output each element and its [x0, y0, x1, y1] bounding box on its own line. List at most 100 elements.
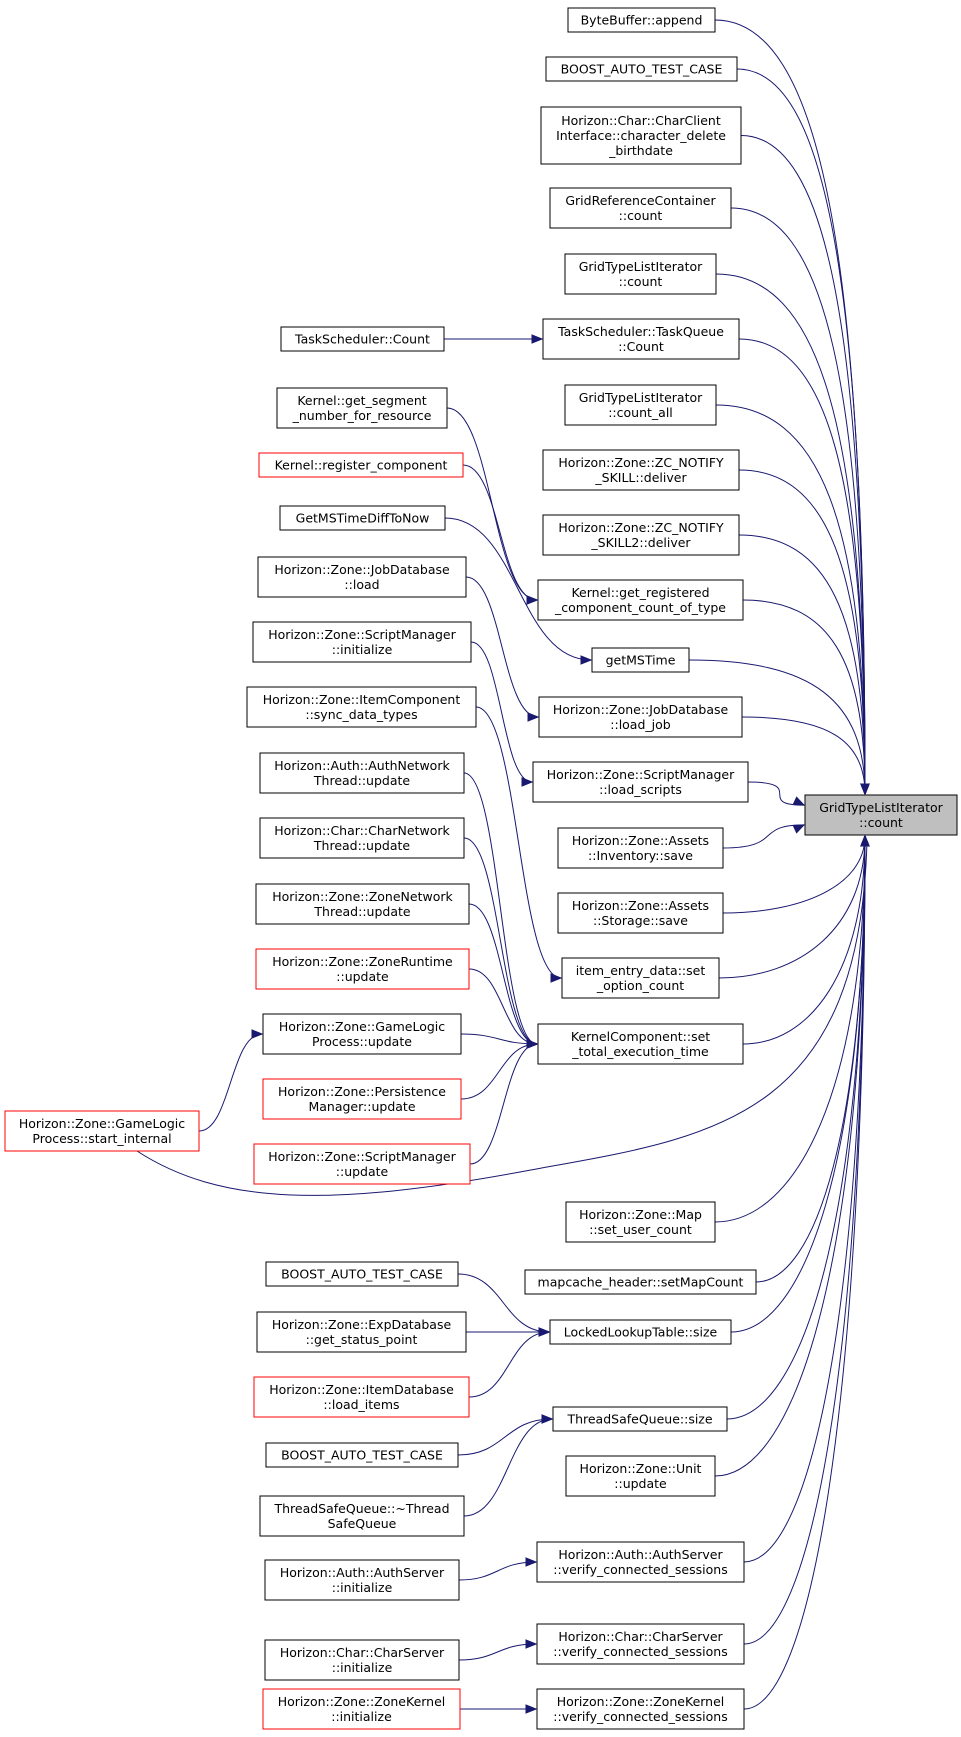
- node-label-line: TaskScheduler::Count: [294, 332, 430, 347]
- node-label-line: Horizon::Char::CharNetwork: [274, 823, 450, 838]
- node-boost-auto-test-case[interactable]: BOOST_AUTO_TEST_CASE: [545, 56, 738, 82]
- node-label-line: Horizon::Zone::Assets: [572, 833, 709, 848]
- node-horizon-zone-expdatabase-get-status-point[interactable]: Horizon::Zone::ExpDatabase::get_status_p…: [256, 1311, 467, 1353]
- node-kernelcomponent-set-total-execution-time[interactable]: KernelComponent::set_total_execution_tim…: [537, 1023, 744, 1065]
- node-taskscheduler-taskqueue-count[interactable]: TaskScheduler::TaskQueue::Count: [542, 318, 740, 360]
- node-horizon-zone-assets-inventory-save[interactable]: Horizon::Zone::Assets::Inventory::save: [557, 827, 724, 869]
- node-boost-auto-test-case[interactable]: BOOST_AUTO_TEST_CASE: [265, 1442, 459, 1468]
- node-horizon-char-charserver-initialize[interactable]: Horizon::Char::CharServer::initialize: [264, 1639, 460, 1681]
- call-edge-n06-to-target: [738, 338, 866, 795]
- arrowhead-icon: [860, 834, 870, 847]
- node-label-line: GridTypeListIterator: [579, 390, 703, 405]
- node-bytebuffer-append[interactable]: ByteBuffer::append: [567, 7, 716, 33]
- node-kernel-get-registered-component-count-of-type[interactable]: Kernel::get_registered_component_count_o…: [537, 579, 744, 621]
- node-box: [259, 1495, 465, 1537]
- node-label-line: Horizon::Zone::ZoneRuntime: [272, 954, 453, 969]
- node-horizon-zone-scriptmanager-load-scripts[interactable]: Horizon::Zone::ScriptManager::load_scrip…: [532, 761, 749, 803]
- call-edge-n26-to-n24: [463, 837, 538, 1045]
- node-box: [564, 253, 717, 295]
- node-gridreferencecontainer-count[interactable]: GridReferenceContainer::count: [549, 187, 732, 229]
- node-label-line: Manager::update: [308, 1099, 415, 1114]
- call-edge-n43-to-target: [743, 835, 866, 1563]
- node-horizon-auth-authserver-verify-connected-sessions[interactable]: Horizon::Auth::AuthServer::verify_connec…: [536, 1541, 745, 1583]
- node-label-line: Horizon::Zone::ScriptManager: [268, 627, 456, 642]
- node-label-line: ::count: [619, 274, 663, 289]
- node-box: [549, 1319, 732, 1345]
- node-label-line: ::initialize: [332, 642, 393, 657]
- node-box: [542, 449, 740, 491]
- arrowhead-icon: [792, 796, 806, 806]
- node-item-entry-data-set-option-count[interactable]: item_entry_data::set_option_count: [561, 957, 720, 999]
- node-label-line: ::count: [619, 208, 663, 223]
- node-horizon-zone-persistencemanager-update[interactable]: Horizon::Zone::PersistenceManager::updat…: [262, 1078, 462, 1120]
- node-horizon-char-charserver-verify-connected-sessions[interactable]: Horizon::Char::CharServer::verify_connec…: [536, 1623, 745, 1665]
- node-taskscheduler-count[interactable]: TaskScheduler::Count: [280, 326, 445, 352]
- node-label-line: ::load_scripts: [599, 782, 682, 797]
- node-boost-auto-test-case[interactable]: BOOST_AUTO_TEST_CASE: [265, 1261, 459, 1287]
- node-horizon-auth-authserver-initialize[interactable]: Horizon::Auth::AuthServer::initialize: [264, 1559, 460, 1601]
- node-horizon-zone-zc-notify-skill-deliver[interactable]: Horizon::Zone::ZC_NOTIFY_SKILL::deliver: [542, 449, 740, 491]
- node-label-line: getMSTime: [606, 653, 676, 668]
- arrowhead-icon: [526, 1039, 539, 1049]
- node-gridtypelistiterator-count[interactable]: GridTypeListIterator::count: [564, 253, 717, 295]
- node-horizon-zone-zonekernel-initialize[interactable]: Horizon::Zone::ZoneKernel::initialize: [262, 1688, 461, 1730]
- node-box: [536, 1688, 745, 1730]
- node-box: [557, 892, 724, 934]
- node-label-line: ::initialize: [332, 1580, 393, 1595]
- node-label-line: _SKILL::deliver: [594, 470, 687, 485]
- node-box: [262, 1078, 462, 1120]
- node-label-line: Horizon::Char::CharServer: [280, 1645, 445, 1660]
- node-horizon-zone-zonekernel-verify-connected-sessions[interactable]: Horizon::Zone::ZoneKernel::verify_connec…: [536, 1688, 745, 1730]
- node-threadsafequeue-threadsafequeue[interactable]: ThreadSafeQueue::~ThreadSafeQueue: [259, 1495, 465, 1537]
- node-getmstime[interactable]: getMSTime: [591, 647, 690, 673]
- node-horizon-zone-map-set-user-count[interactable]: Horizon::Zone::Map::set_user_count: [565, 1201, 716, 1243]
- node-horizon-zone-unit-update[interactable]: Horizon::Zone::Unit::update: [565, 1455, 716, 1497]
- node-horizon-char-charclientinterface-character-delete-birthdate[interactable]: Horizon::Char::CharClientInterface::char…: [540, 106, 742, 165]
- node-label-line: Horizon::Zone::ZoneNetwork: [272, 889, 453, 904]
- node-box: [537, 1023, 744, 1065]
- node-horizon-zone-zoneruntime-update[interactable]: Horizon::Zone::ZoneRuntime::update: [255, 948, 470, 990]
- node-horizon-zone-itemdatabase-load-items[interactable]: Horizon::Zone::ItemDatabase::load_items: [253, 1376, 470, 1418]
- node-label-line: Kernel::register_component: [275, 458, 448, 473]
- node-horizon-zone-scriptmanager-initialize[interactable]: Horizon::Zone::ScriptManager::initialize: [252, 621, 472, 663]
- target-node-gridtypelistiterator-count[interactable]: GridTypeListIterator::count: [804, 794, 958, 836]
- call-edge-n25-to-n24: [463, 772, 538, 1045]
- node-mapcache-header-setmapcount[interactable]: mapcache_header::setMapCount: [524, 1269, 757, 1295]
- node-gridtypelistiterator-count-all[interactable]: GridTypeListIterator::count_all: [564, 384, 717, 426]
- node-label-line: Horizon::Char::CharServer: [558, 1629, 723, 1644]
- node-getmstimedifftonow[interactable]: GetMSTimeDiffToNow: [279, 505, 446, 531]
- node-horizon-zone-scriptmanager-update[interactable]: Horizon::Zone::ScriptManager::update: [253, 1143, 471, 1185]
- arrowhead-icon: [860, 783, 870, 796]
- node-horizon-zone-zc-notify-skill2-deliver[interactable]: Horizon::Zone::ZC_NOTIFY_SKILL2::deliver: [542, 514, 740, 556]
- node-label-line: KernelComponent::set: [571, 1029, 710, 1044]
- node-label-line: Horizon::Zone::ZC_NOTIFY: [558, 455, 724, 470]
- arrowhead-icon: [580, 655, 593, 665]
- node-label-line: Horizon::Zone::Assets: [572, 898, 709, 913]
- node-label-line: ::verify_connected_sessions: [553, 1644, 727, 1659]
- node-label-line: Horizon::Auth::AuthServer: [558, 1547, 723, 1562]
- node-label-line: Horizon::Zone::Persistence: [278, 1084, 446, 1099]
- node-label-line: ::set_user_count: [589, 1222, 692, 1237]
- node-horizon-zone-assets-storage-save[interactable]: Horizon::Zone::Assets::Storage::save: [557, 892, 724, 934]
- call-edge-n45-to-target: [743, 835, 866, 1645]
- node-label-line: Horizon::Zone::JobDatabase: [553, 702, 729, 717]
- node-kernel-register-component[interactable]: Kernel::register_component: [258, 452, 464, 478]
- call-edge-n24-to-target: [742, 835, 866, 1045]
- node-lockedlookuptable-size[interactable]: LockedLookupTable::size: [549, 1319, 732, 1345]
- call-edge-n23-to-n22: [475, 706, 562, 979]
- node-label-line: _SKILL2::deliver: [590, 535, 691, 550]
- node-label-line: ::verify_connected_sessions: [553, 1562, 727, 1577]
- node-threadsafequeue-size[interactable]: ThreadSafeQueue::size: [552, 1406, 728, 1432]
- node-horizon-zone-jobdatabase-load-job[interactable]: Horizon::Zone::JobDatabase::load_job: [538, 696, 743, 738]
- node-horizon-zone-gamelogicprocess-start-internal[interactable]: Horizon::Zone::GameLogicProcess::start_i…: [4, 1110, 200, 1152]
- node-kernel-get-segment-number-for-resource[interactable]: Kernel::get_segment_number_for_resource: [276, 387, 448, 429]
- node-label-line: _component_count_of_type: [554, 600, 726, 615]
- node-box: [255, 883, 470, 925]
- node-label-line: ::Count: [618, 339, 664, 354]
- node-horizon-zone-jobdatabase-load[interactable]: Horizon::Zone::JobDatabase::load: [257, 556, 467, 598]
- node-horizon-zone-itemcomponent-sync-data-types[interactable]: Horizon::Zone::ItemComponent::sync_data_…: [246, 686, 477, 728]
